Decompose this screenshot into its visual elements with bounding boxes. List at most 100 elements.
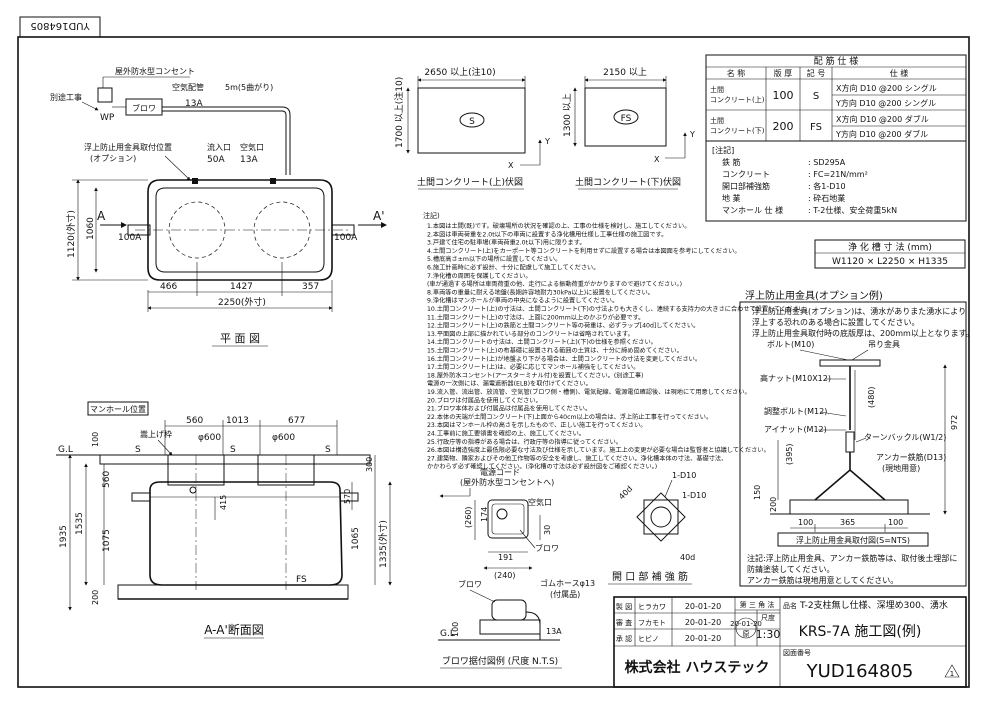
general-note-line: 5.槽底高さ±m以下の場所に設置してください。 xyxy=(427,255,561,263)
dim-width-outer: 1120(外寸) xyxy=(65,210,77,258)
float-turnbuckle: ターンバックル(W1/2) xyxy=(864,433,946,442)
general-note-line: 8.車両等の重量に耐える地盤(長期許容地耐力30kPa以上)に設置をしてください… xyxy=(427,288,654,296)
rebar-row1-x: X方向 D10 @200 シングル xyxy=(836,83,937,93)
opening-40d-b: 40d xyxy=(680,553,695,562)
tb-item-label: 品名 xyxy=(783,601,797,610)
general-note-line: 16.土間コンクリート(上)が地盤より下がる場合は、土間コンクリートの寸法を変更… xyxy=(427,355,701,363)
dim-1075: 1075 xyxy=(102,529,112,552)
wp-label: WP xyxy=(100,113,115,123)
tb-role-1: 審 査 xyxy=(616,618,632,627)
bi-hose-label2: (付属品) xyxy=(550,589,580,599)
general-note-line: 11.土間コンクリート(上)の寸法は、上面に200mm以上のかぶりが必要です。 xyxy=(427,313,644,321)
upper-slab-axis-x: X xyxy=(508,161,514,170)
general-notes: 注記) 1.本図は土間(既)です。破壊場所の状況を確認の上、工事の仕様を検討し、… xyxy=(423,211,811,471)
tb-date-1: 20-01-20 xyxy=(685,618,721,627)
dim-560: 560 xyxy=(186,416,203,426)
dim-100-top: 100 xyxy=(91,432,100,447)
lower-slab-axis-y: Y xyxy=(689,130,695,139)
inlet-mouth-label: 流入口 xyxy=(207,142,231,152)
general-note-line: 24.工事前に施工要領書を確認の上、施工してください。 xyxy=(427,430,585,438)
general-note-line: 23.本図はマンホール枠の高さを示したもので、正しい施工を行ってください。 xyxy=(427,421,646,429)
lower-slab-mark: FS xyxy=(621,114,632,124)
power-cord-label: 電源コード xyxy=(480,468,520,477)
phi600-right: φ600 xyxy=(272,433,295,443)
tb-stamp-date: 20-01-20 xyxy=(730,620,762,628)
section-mark-a: A xyxy=(97,209,106,223)
tb-company: 株式会社 ハウステック xyxy=(625,659,770,676)
upper-slab-dim-x: 2650 以上(注10) xyxy=(424,66,495,78)
fs-mark: FS xyxy=(296,575,307,585)
outlet-100a: 100A xyxy=(334,233,358,243)
section-title: A-A'断面図 xyxy=(204,622,264,637)
spec-notes-head: [注記] xyxy=(712,145,734,155)
float-dim-365: 365 xyxy=(840,518,855,527)
float-anchor: アンカー鉄筋(D13) xyxy=(876,452,946,462)
power-dim-30: 30 xyxy=(543,525,552,535)
rebar-row2-name2: コンクリート(下) xyxy=(710,127,765,135)
rebar-row1-mark: S xyxy=(813,91,819,102)
tb-role-0: 製 図 xyxy=(616,602,632,611)
float-desc-2: 浮上防止用金具取付時の底版厚は、200mm以上となります。 xyxy=(752,328,974,338)
tank-dim-title: 浄 化 槽 寸 法 (mm) xyxy=(848,241,932,253)
tb-rev: 1 xyxy=(950,670,954,678)
power-dim-240: (240) xyxy=(494,571,516,580)
plan-title: 平 面 図 xyxy=(220,332,260,345)
inlet-100a: 100A xyxy=(118,233,142,243)
bi-caption: ブロワ据付図例 (尺度 N.T.S) xyxy=(442,655,558,667)
power-blower-label: ブロワ xyxy=(535,543,559,553)
bi-gl-label: G.L xyxy=(440,629,455,639)
opening-caption: 開 口 部 補 強 筋 xyxy=(612,570,688,583)
power-air-label: 空気口 xyxy=(528,497,552,507)
air-pipe-label: 空気配管 xyxy=(172,82,204,92)
tank-dim-value: W1120 × L2250 × H1335 xyxy=(832,257,948,267)
revision-triangle-icon xyxy=(944,664,960,678)
bi-hose-label: ゴムホースφ13 xyxy=(540,578,595,588)
float-pos-label: 浮上防止用金具取付位置 xyxy=(84,142,172,152)
tb-role-2: 承 認 xyxy=(616,634,632,643)
blower-install: ブロワ ゴムホースφ13 (付属品) G.L 100 13A ブロワ据付図例 (… xyxy=(438,578,595,669)
float-anchor-note: (現地用意) xyxy=(882,463,920,473)
general-note-line: かかわらず必ず確認してください。(浄化槽の寸法は必ず設計図をご確認ください。) xyxy=(427,463,657,471)
general-note-line: 6.施工計画時に必ず設計、十分に配慮して施工してください。 xyxy=(427,264,599,272)
pipe-13a-label: 13A xyxy=(185,99,203,109)
drawing-no-tab-text: YUD164805 xyxy=(30,20,90,31)
wp-box-label: 屋外防水型コンセント xyxy=(115,66,195,76)
blower-label: ブロワ xyxy=(132,103,156,113)
general-note-line: 2.本図は車両荷重を2.0t以下の車両に設置する浄化槽用仕様し工事仕様の施工図で… xyxy=(427,230,667,238)
phi600-left: φ600 xyxy=(198,433,221,443)
power-dim-174: 174 xyxy=(480,507,489,522)
manhole-pos-label: マンホール位置 xyxy=(90,404,146,414)
float-foot-2: アンカー鉄筋は現地用意としてください。 xyxy=(747,575,898,585)
rebar-row1-name1: 土間 xyxy=(710,85,724,94)
power-dim-260: (260) xyxy=(464,506,473,528)
spec-v-0: : SD295A xyxy=(808,158,846,167)
dim-width-inner: 1060 xyxy=(86,217,96,240)
float-dim-150: 150 xyxy=(753,485,762,500)
general-note-line: 電源の一次側には、漏電遮断器(ELB)を取付けてください。 xyxy=(427,380,592,388)
general-note-line: 9.浄化槽はマンホールが車両の中央になるように設置してください。 xyxy=(427,297,618,305)
dim-415: 415 xyxy=(219,495,228,510)
float-dim-480: (480) xyxy=(867,386,876,408)
lower-slab-caption: 土間コンクリート(下)伏図 xyxy=(575,176,681,188)
betto-label: 別途工事 xyxy=(50,92,82,102)
float-opt-label: (オプション) xyxy=(90,154,136,163)
float-dim-100b: 100 xyxy=(888,518,903,527)
title-block: 製 図 ヒラカワ 20-01-20 審 査 フカモト 20-01-20 承 認 … xyxy=(613,596,967,688)
dim-1535: 1535 xyxy=(75,512,85,535)
power-detail: 電源コード (屋外防水型コンセントへ) (260) 174 空気口 ブロワ 30… xyxy=(439,468,559,580)
bi-blower-label: ブロワ xyxy=(458,579,482,589)
spec-v-3: : 砕石地業 xyxy=(808,193,845,203)
dim-1935: 1935 xyxy=(59,525,69,548)
dim-300: 300 xyxy=(365,457,374,472)
rebar-head-name: 名 称 xyxy=(727,68,746,78)
rebar-table: 配 筋 仕 様 名 称 版 厚 記 号 仕 様 土間 コンクリート(上) 100… xyxy=(705,54,967,142)
air-mouth-label: 空気口 xyxy=(240,142,264,152)
spec-k-1: コンクリート xyxy=(722,170,770,179)
rebar-row2-y: Y方向 D10 @200 ダブル xyxy=(835,129,928,139)
tb-stamp-name: 原 xyxy=(743,630,750,638)
section-mark-a-prime: A' xyxy=(373,209,385,223)
upper-slab-rect xyxy=(417,87,526,154)
tb-dwg-no: YUD164805 xyxy=(806,661,914,682)
tb-scale-label: 尺度 xyxy=(761,613,775,622)
spec-k-4: マンホール 仕 様 xyxy=(722,205,783,215)
